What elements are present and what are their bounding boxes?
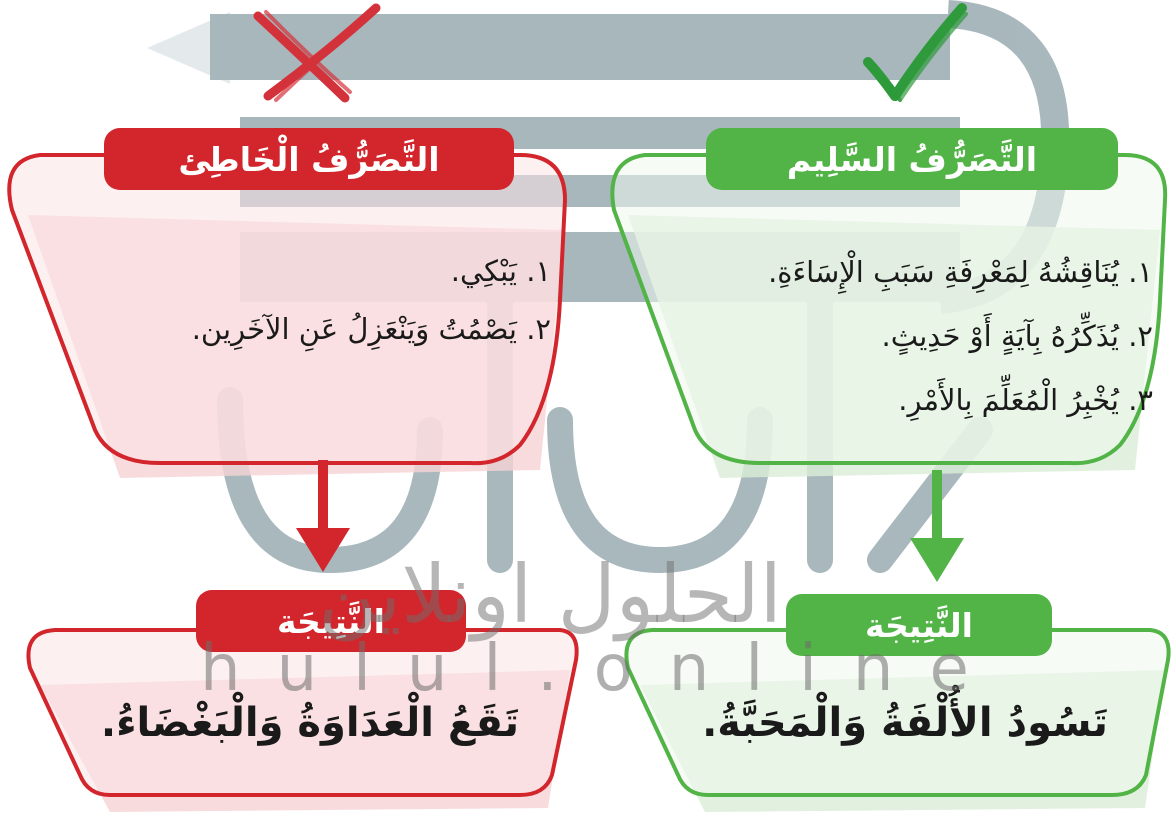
watermark-pencil-tip	[147, 12, 230, 84]
wrong-result-text: تَقَعُ الْعَدَاوَةُ وَالْبَغْضَاءُ.	[100, 700, 520, 746]
right-behavior-item: ٢. يُذَكِّرُهُ بِآيَةٍ أَوْ حَدِيثٍ.	[881, 319, 1153, 353]
wrong-behavior-item: ٢. يَصْمُتُ وَيَنْعَزِلُ عَنِ الآخَرِين.	[191, 312, 551, 346]
right-panel	[610, 153, 1168, 466]
right-behavior-item: ١. يُنَاقِشُهُ لِمَعْرِفَةِ سَبَبِ الْإِ…	[768, 255, 1153, 289]
right-result-text: تَسُودُ الأُلْفَةُ وَالْمَحَبَّةُ.	[702, 700, 1108, 746]
green-checkmark-icon	[863, 3, 968, 102]
wrong-behavior-list: ١. يَبْكِي. ٢. يَصْمُتُ وَيَنْعَزِلُ عَن…	[51, 242, 551, 358]
watermark-site-text: hulul.online	[200, 632, 1005, 706]
right-result-title: النَّتِيجَة	[865, 605, 973, 645]
red-cross-icon	[253, 3, 381, 103]
right-result-panel	[624, 628, 1171, 797]
right-result-label: النَّتِيجَة	[786, 594, 1052, 656]
wrong-behavior-title: التَّصَرُّفُ الْخَاطِئ	[178, 139, 440, 179]
right-behavior-title: التَّصَرُّفُ السَّلِيم	[786, 139, 1038, 179]
wrong-result-panel	[26, 628, 579, 797]
wrong-behavior-label: التَّصَرُّفُ الْخَاطِئ	[104, 128, 514, 190]
right-behavior-list: ١. يُنَاقِشُهُ لِمَعْرِفَةِ سَبَبِ الْإِ…	[643, 240, 1153, 432]
right-behavior-label: التَّصَرُّفُ السَّلِيم	[706, 128, 1118, 190]
watermark-arabic-text: الحلول اونلاين	[318, 548, 782, 641]
wrong-behavior-item: ١. يَبْكِي.	[450, 254, 551, 288]
wrong-result-title: النَّتِيجَة	[277, 601, 385, 641]
wrong-result-label: النَّتِيجَة	[196, 590, 466, 652]
right-down-arrow-icon	[910, 470, 964, 582]
wrong-down-arrow-icon	[296, 460, 350, 572]
right-behavior-item: ٣. يُخْبِرُ الْمُعَلِّمَ بِالأَمْرِ.	[898, 383, 1153, 417]
wrong-panel	[7, 153, 568, 466]
